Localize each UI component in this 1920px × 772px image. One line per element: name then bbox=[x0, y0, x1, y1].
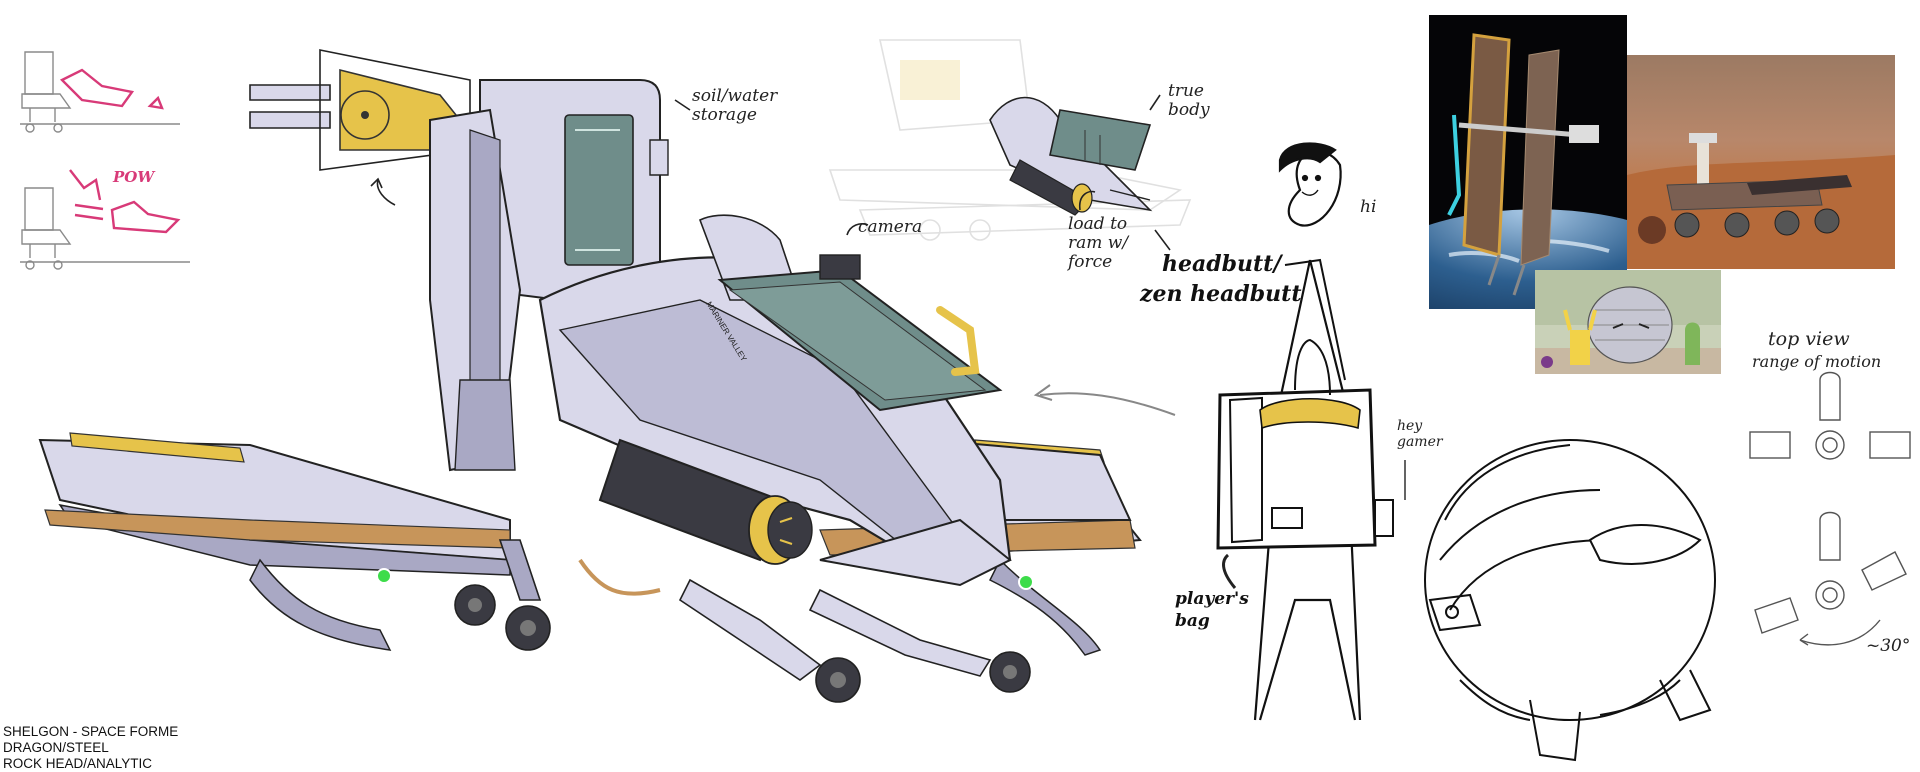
annotation-load-ram: load to ram w/ force bbox=[1068, 214, 1129, 272]
caption-ability: ROCK HEAD/ANALYTIC bbox=[3, 756, 153, 771]
thumbnail-sketch-bottom bbox=[20, 187, 190, 270]
annotation-angle: ~30° bbox=[1866, 636, 1911, 656]
annotation-headbutt-2: zen headbutt bbox=[1140, 281, 1302, 307]
pokemon-anime-photo bbox=[1535, 270, 1721, 374]
top-view-diagram-2 bbox=[1754, 511, 1907, 646]
top-view-diagram-1 bbox=[1749, 371, 1911, 460]
shelgon-machine-main bbox=[38, 49, 1142, 703]
annotation-top-view-2: range of motion bbox=[1752, 352, 1882, 371]
annotation-pow: POW bbox=[113, 168, 155, 186]
annotation-soil-water: soil/water storage bbox=[692, 86, 778, 125]
thumbnail-sketch-top bbox=[20, 51, 180, 133]
led-right bbox=[1018, 574, 1034, 590]
pokemon-anime-illustration bbox=[1535, 270, 1721, 374]
mars-rover-illustration bbox=[1627, 133, 1895, 269]
annotation-hi: hi bbox=[1360, 197, 1377, 217]
shelgon-ball-sketch bbox=[1424, 439, 1716, 762]
annotation-hey-gamer: hey gamer bbox=[1397, 418, 1443, 450]
pink-shelgon-thumb-top bbox=[59, 68, 164, 110]
led-left bbox=[376, 568, 392, 584]
caption-block: SHELGON - SPACE FORME DRAGON/STEEL ROCK … bbox=[3, 724, 178, 772]
drill-cylinder bbox=[598, 438, 782, 562]
annotation-true-body: true body bbox=[1168, 81, 1210, 120]
true-body-sketch bbox=[989, 96, 1153, 216]
storage-glass bbox=[564, 114, 634, 266]
annotation-camera: camera bbox=[858, 217, 923, 237]
annotation-top-view-1: top view bbox=[1768, 328, 1850, 350]
mars-rover-photo bbox=[1627, 55, 1895, 269]
annotation-headbutt-1: headbutt/ bbox=[1162, 251, 1282, 277]
caption-type: DRAGON/STEEL bbox=[3, 740, 109, 755]
space-station-photo bbox=[1429, 15, 1627, 309]
pink-shelgon-thumb-bottom bbox=[69, 169, 181, 234]
caption-name: SHELGON - SPACE FORME bbox=[3, 724, 179, 739]
arrows bbox=[370, 94, 1406, 589]
annotation-players-bag: player's bag bbox=[1175, 589, 1249, 631]
space-station-illustration bbox=[1429, 33, 1627, 309]
players-bag bbox=[1216, 258, 1394, 550]
